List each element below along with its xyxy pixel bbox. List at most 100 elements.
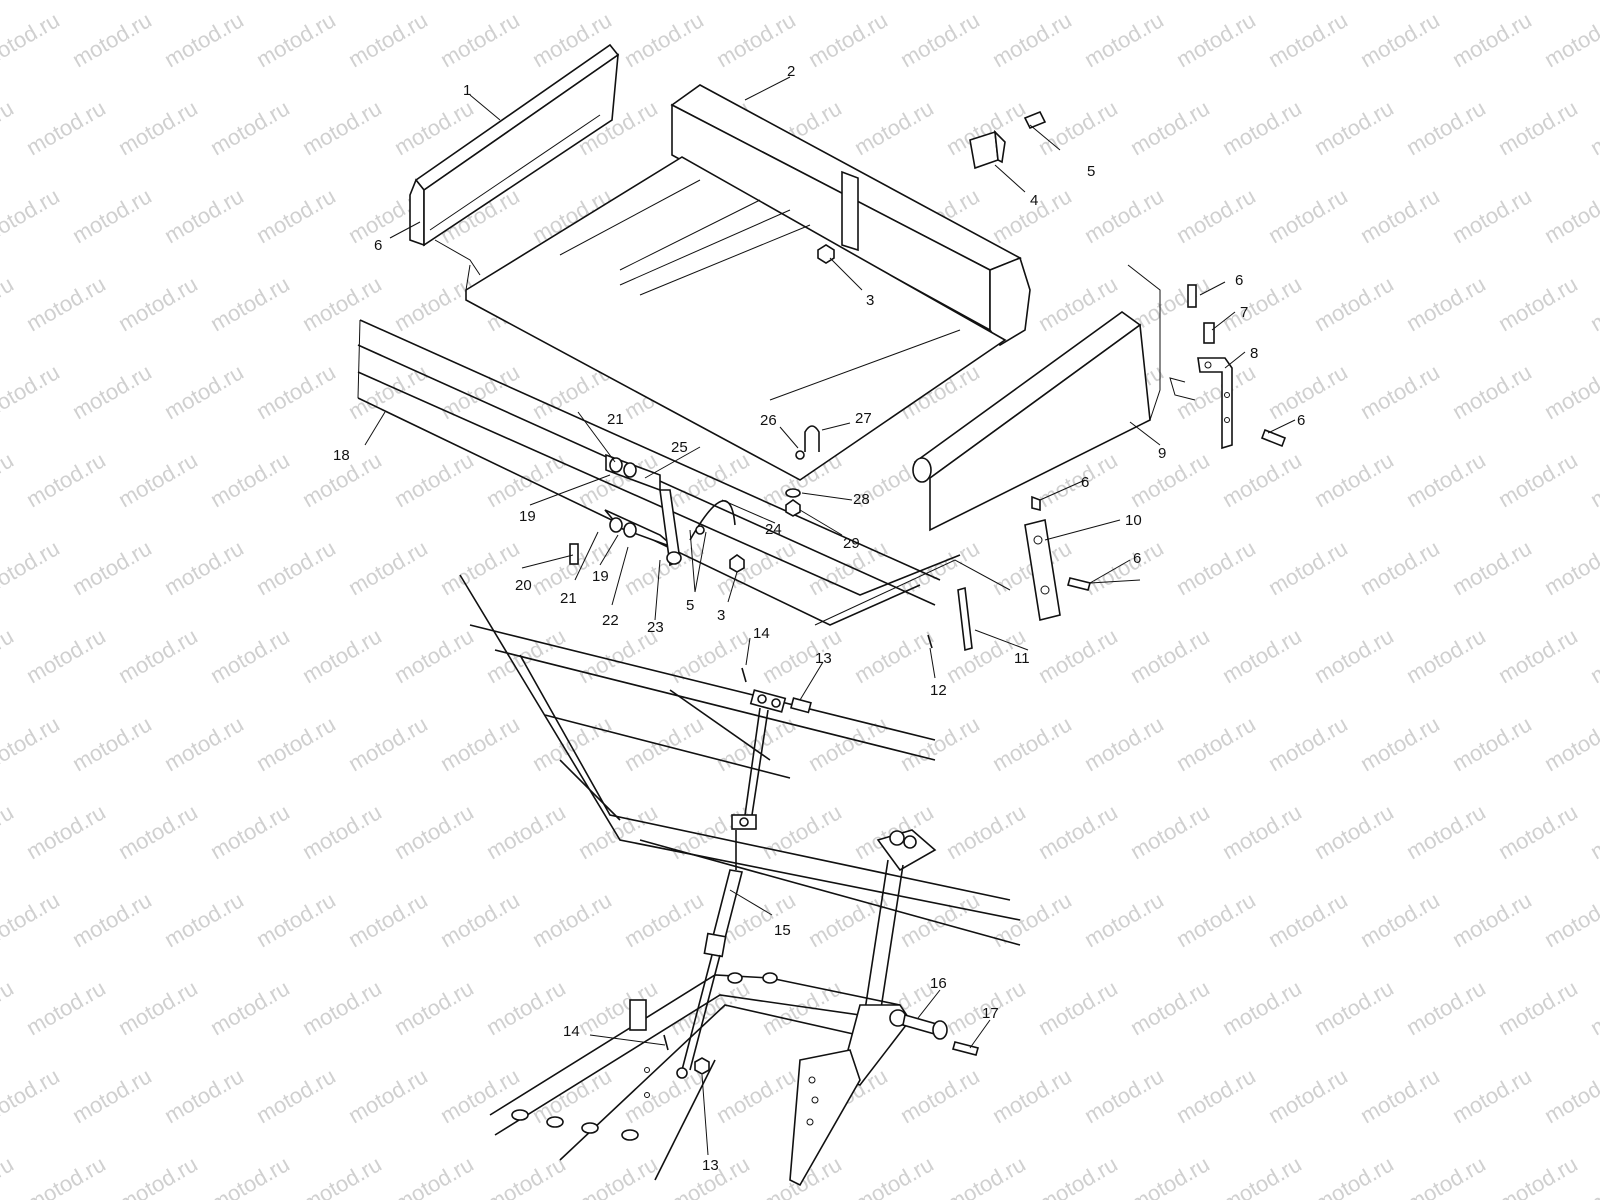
watermark-text: motod.ru: [574, 975, 662, 1040]
callout-23: 23: [647, 619, 664, 636]
watermark-text: motod.ru: [298, 975, 386, 1040]
callout-9: 9: [1158, 445, 1166, 462]
watermark-text: motod.ru: [0, 975, 18, 1040]
watermark-text: motod.ru: [482, 1151, 570, 1200]
callout-14-lower: 14: [563, 1023, 580, 1040]
watermark-text: motod.ru: [1356, 711, 1444, 776]
watermark-text: motod.ru: [666, 799, 754, 864]
callout-6-top: 6: [1235, 272, 1243, 289]
watermark-text: motod.ru: [1034, 799, 1122, 864]
watermark-text: motod.ru: [758, 623, 846, 688]
part-latch-plate: [814, 495, 1091, 652]
watermark-text: motod.ru: [344, 359, 432, 424]
watermark-text: motod.ru: [68, 711, 156, 776]
watermark-text: motod.ru: [1494, 975, 1582, 1040]
watermark-text: motod.ru: [22, 447, 110, 512]
watermark-text: motod.ru: [1356, 535, 1444, 600]
watermark-text: motod.ru: [1126, 1151, 1214, 1200]
watermark-text: motod.ru: [804, 7, 892, 72]
watermark-text: motod.ru: [1126, 975, 1214, 1040]
watermark-text: motod.ru: [1172, 887, 1260, 952]
watermark-text: motod.ru: [620, 887, 708, 952]
watermark-text: motod.ru: [1080, 183, 1168, 248]
watermark-text: motod.ru: [528, 711, 616, 776]
watermark-text: motod.ru: [68, 887, 156, 952]
callout-13-lower: 13: [702, 1157, 719, 1174]
watermark-text: motod.ru: [1172, 183, 1260, 248]
watermark-text: motod.ru: [160, 887, 248, 952]
watermark-text: motod.ru: [0, 95, 18, 160]
callout-leaders: [364, 76, 1296, 1156]
watermark-text: motod.ru: [1448, 1063, 1536, 1128]
watermark-text: motod.ru: [0, 7, 64, 72]
watermark-text: motod.ru: [114, 447, 202, 512]
watermark-text: motod.ru: [160, 359, 248, 424]
watermark-text: motod.ru: [1218, 1151, 1306, 1200]
watermark-text: motod.ru: [252, 711, 340, 776]
watermark-text: motod.ru: [1586, 799, 1600, 864]
watermark-text: motod.ru: [0, 799, 18, 864]
watermark-text: motod.ru: [1540, 887, 1600, 952]
watermark-text: motod.ru: [0, 359, 64, 424]
callout-7: 7: [1240, 304, 1248, 321]
watermark-text: motod.ru: [1264, 887, 1352, 952]
watermark-text: motod.ru: [114, 271, 202, 336]
watermark-text: motod.ru: [1126, 623, 1214, 688]
part-u-bolt-hardware: [785, 425, 820, 517]
watermark-text: motod.ru: [114, 799, 202, 864]
watermark-text: motod.ru: [1218, 799, 1306, 864]
watermark-text: motod.ru: [896, 711, 984, 776]
watermark-text: motod.ru: [1356, 1063, 1444, 1128]
watermark-text: motod.ru: [390, 271, 478, 336]
watermark-text: motod.ru: [1402, 1151, 1490, 1200]
watermark-text: motod.ru: [1494, 447, 1582, 512]
watermark-text: motod.ru: [1080, 887, 1168, 952]
watermark-text: motod.ru: [1310, 271, 1398, 336]
watermark-text: motod.ru: [1218, 271, 1306, 336]
part-tailgate: [912, 264, 1161, 532]
part-lift-struts: [663, 667, 937, 1079]
watermark-text: motod.ru: [22, 623, 110, 688]
watermark-text: motod.ru: [390, 799, 478, 864]
callout-5-lower: 5: [686, 597, 694, 614]
callout-20: 20: [515, 577, 532, 594]
watermark-text: motod.ru: [1448, 887, 1536, 952]
watermark-text: motod.ru: [298, 1151, 386, 1200]
watermark-text: motod.ru: [1356, 183, 1444, 248]
callout-18: 18: [333, 447, 350, 464]
watermark-text: motod.ru: [1034, 975, 1122, 1040]
watermark-text: motod.ru: [1540, 535, 1600, 600]
watermark-text: motod.ru: [1402, 271, 1490, 336]
callout-5-upper: 5: [1087, 163, 1095, 180]
watermark-text: motod.ru: [0, 447, 18, 512]
callout-2: 2: [787, 63, 795, 80]
watermark-text: motod.ru: [1310, 799, 1398, 864]
callout-6-mid: 6: [1081, 474, 1089, 491]
watermark-text: motod.ru: [1494, 271, 1582, 336]
watermark-text: motod.ru: [22, 975, 110, 1040]
watermark-text: motod.ru: [1540, 711, 1600, 776]
watermark-text: motod.ru: [114, 975, 202, 1040]
watermark-text: motod.ru: [22, 799, 110, 864]
watermark-text: motod.ru: [896, 1063, 984, 1128]
watermark-text: motod.ru: [1586, 271, 1600, 336]
callout-25: 25: [671, 439, 688, 456]
watermark-text: motod.ru: [68, 359, 156, 424]
watermark-text: motod.ru: [252, 7, 340, 72]
watermark-text: motod.ru: [344, 535, 432, 600]
callout-3-lower: 3: [717, 607, 725, 624]
watermark-text: motod.ru: [1264, 183, 1352, 248]
watermark-text: motod.ru: [1402, 975, 1490, 1040]
watermark-text: motod.ru: [1402, 623, 1490, 688]
watermark-text: motod.ru: [344, 1063, 432, 1128]
watermark-text: motod.ru: [436, 7, 524, 72]
watermark-text: motod.ru: [1494, 95, 1582, 160]
part-front-panel: [409, 43, 620, 276]
watermark-text: motod.ru: [1356, 359, 1444, 424]
watermark-text: motod.ru: [114, 95, 202, 160]
watermark-text: motod.ru: [1356, 887, 1444, 952]
watermark-text: motod.ru: [1448, 183, 1536, 248]
watermark-text: motod.ru: [298, 623, 386, 688]
callout-labels: 1 2 3 3 4 5 5 6 6 6 6 6 7 8 9 10 11 12 1…: [333, 63, 1305, 1174]
watermark-text: motod.ru: [666, 447, 754, 512]
